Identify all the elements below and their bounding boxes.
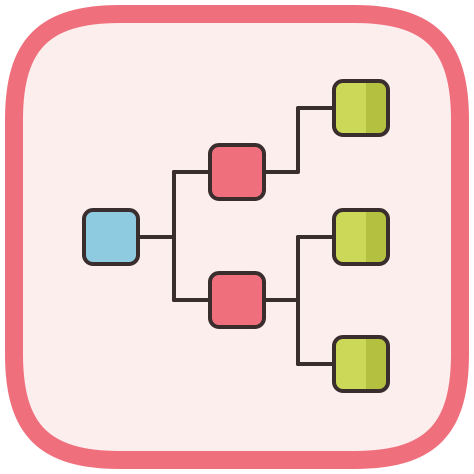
- middle-node-upper: [208, 143, 266, 201]
- leaf-node-top: [332, 79, 390, 137]
- tree-connector-lines: [136, 106, 336, 366]
- icon-frame-background: [4, 4, 469, 469]
- root-node: [82, 208, 140, 266]
- connector-top-leaf: [262, 106, 336, 174]
- middle-node-lower: [208, 271, 266, 329]
- leaf-node-middle: [332, 208, 390, 266]
- leaf-node-bottom: [332, 335, 390, 393]
